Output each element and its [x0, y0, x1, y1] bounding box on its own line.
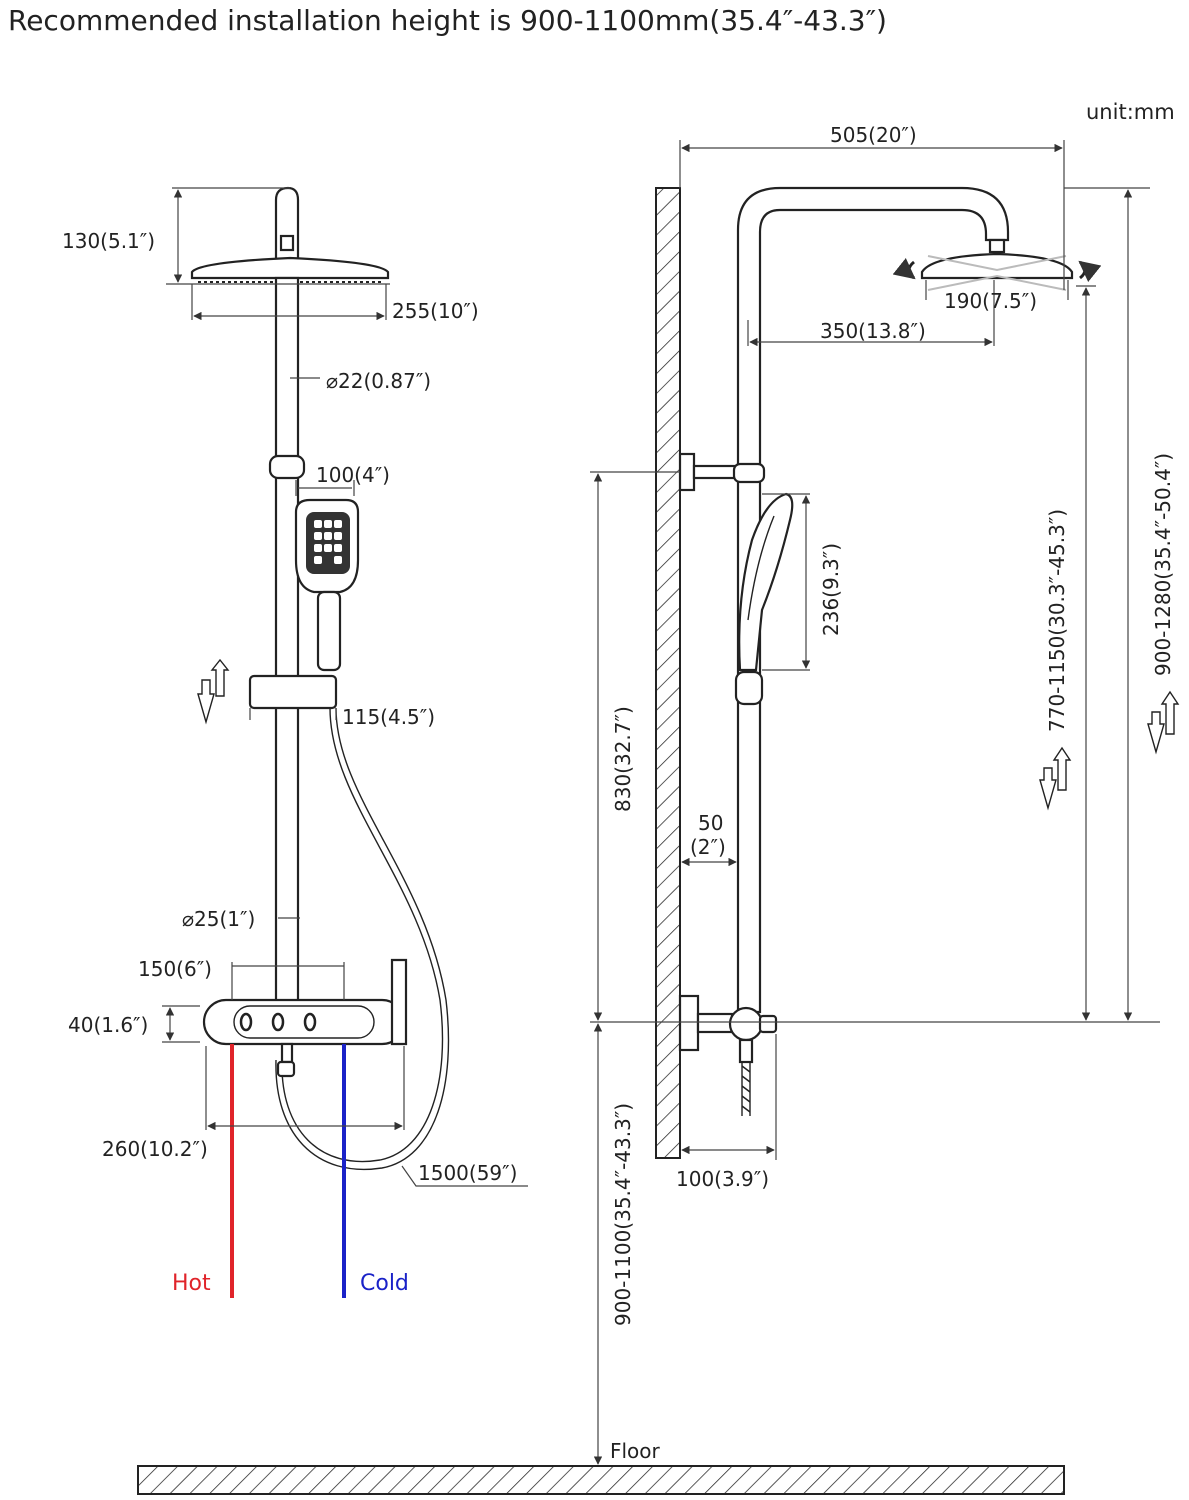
dim-valve-depth: 100(3.9″) [676, 1167, 769, 1191]
side-diverter-valve [728, 1006, 764, 1042]
front-head-connector [279, 234, 295, 252]
side-lower-pipe [696, 1012, 734, 1034]
side-rain-head [920, 252, 1074, 280]
dim-total-height: 900-1280(35.4″-50.4″) [1151, 453, 1175, 676]
side-rod-and-arm [736, 186, 1010, 1014]
page-title: Recommended installation height is 900-1… [8, 4, 887, 37]
dim-head-size: 190(7.5″) [944, 289, 1037, 313]
side-diverter-knob [758, 1014, 778, 1034]
wall [655, 187, 681, 1159]
side-adjust-arrows-icon [1039, 746, 1072, 811]
front-slide-arrows-icon [197, 658, 230, 725]
dim-install-height: 900-1100(35.4″-43.3″) [611, 1103, 635, 1326]
dim-bracket-height: 830(32.7″) [611, 706, 635, 812]
front-hose [281, 707, 444, 1163]
dim-rod-lower-diameter: ⌀25(1″) [182, 907, 255, 931]
floor [137, 1465, 1065, 1495]
dim-handheld-width: 100(4″) [316, 463, 390, 487]
dim-wall-gap-top: 50 [698, 811, 723, 835]
side-upper-bracket [678, 452, 696, 492]
dim-slider-width: 115(4.5″) [342, 705, 435, 729]
cold-label: Cold [360, 1271, 409, 1296]
hot-label: Hot [172, 1271, 211, 1296]
front-handheld-handle [316, 590, 342, 672]
dim-wall-gap-bottom: (2″) [690, 835, 726, 859]
side-lower-bracket [678, 994, 700, 1052]
front-rain-head [190, 256, 390, 280]
head-rotate-icon [892, 257, 1102, 283]
dim-head-diameter: 255(10″) [392, 299, 479, 323]
unit-label: unit:mm [1086, 100, 1175, 124]
dim-valve-width: 260(10.2″) [102, 1137, 208, 1161]
dim-handheld-length: 236(9.3″) [819, 543, 843, 636]
dim-valve-spacing: 150(6″) [138, 957, 212, 981]
side-height-arrows-icon [1147, 690, 1180, 755]
side-view: 505(20″) 190(7.5″) 350(13.8″) 236(9.3″) … [137, 123, 1180, 1495]
side-head-connector [988, 238, 1006, 254]
dim-adjust-range: 770-1150(30.3″-45.3″) [1045, 509, 1069, 732]
dim-hose-length: 1500(59″) [418, 1161, 517, 1185]
dim-valve-height: 40(1.6″) [68, 1013, 148, 1037]
side-slider [734, 670, 764, 706]
dim-arm-length: 505(20″) [830, 123, 917, 147]
dim-rod-upper-diameter: ⌀22(0.87″) [326, 369, 431, 393]
dim-top-height: 130(5.1″) [62, 229, 155, 253]
front-hose-outlet [280, 1042, 294, 1064]
front-slider [248, 674, 338, 710]
floor-label: Floor [610, 1439, 661, 1463]
side-upper-bracket-arm [692, 464, 740, 480]
dim-arm-projection: 350(13.8″) [820, 319, 926, 343]
front-view: Hot Cold [62, 186, 528, 1298]
front-upper-holder [268, 454, 306, 480]
front-valve-spout [390, 958, 408, 1046]
front-main-rod [274, 276, 300, 1020]
